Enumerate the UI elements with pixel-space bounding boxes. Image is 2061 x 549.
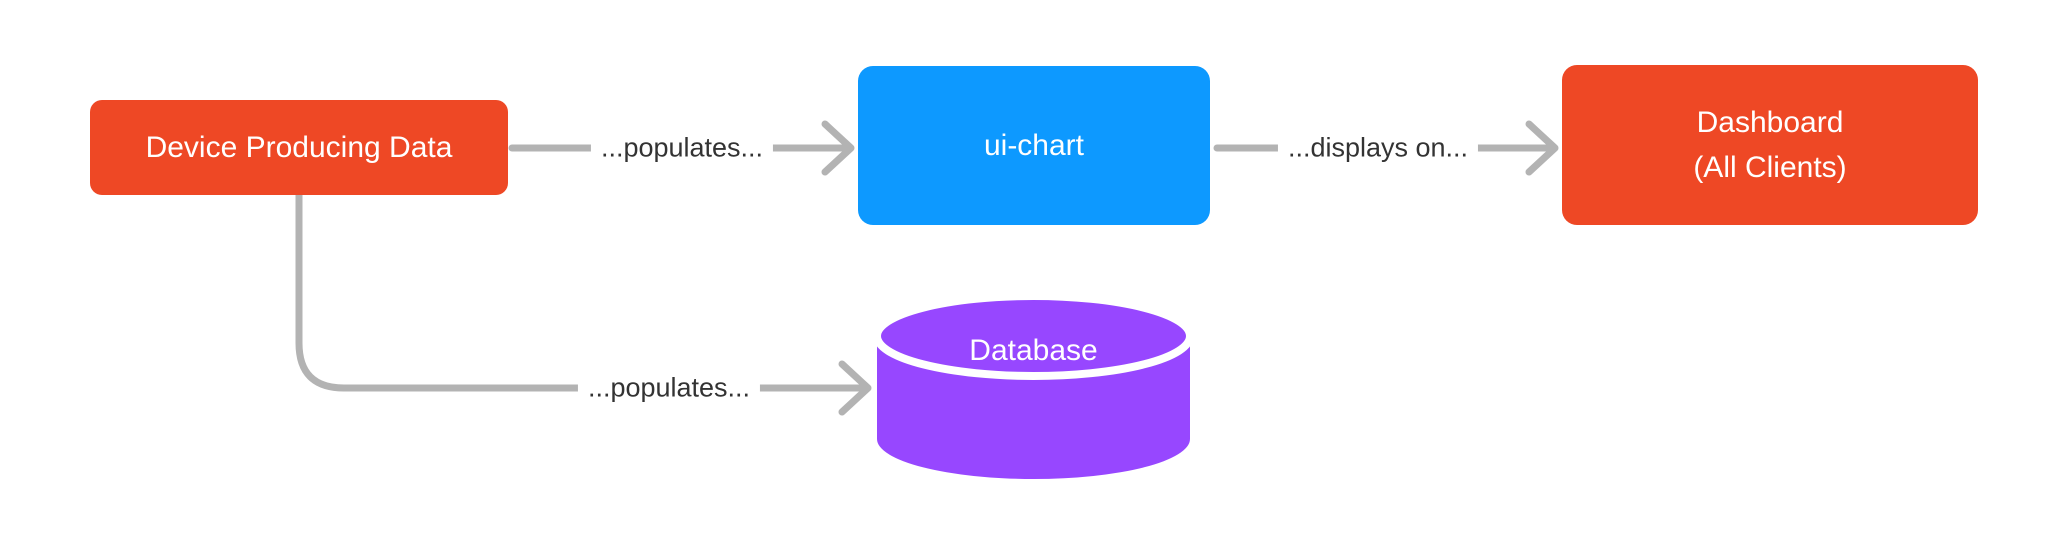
node-database: Database bbox=[873, 292, 1194, 479]
node-device-producing-data: Device Producing Data bbox=[90, 100, 508, 195]
node-ui-chart-label: ui-chart bbox=[983, 128, 1085, 162]
arrowhead-right-icon bbox=[1525, 120, 1559, 176]
node-dashboard-sublabel: (All Clients) bbox=[1693, 151, 1847, 184]
arrowhead-right-icon bbox=[821, 120, 855, 176]
edge-label-displays-on: ...displays on... bbox=[1277, 130, 1479, 166]
arrowhead-right-icon bbox=[838, 360, 872, 416]
node-database-label: Database bbox=[969, 334, 1097, 367]
node-dashboard: Dashboard (All Clients) bbox=[1562, 65, 1978, 225]
edge-label-populates-bottom: ...populates... bbox=[577, 370, 761, 406]
node-ui-chart: ui-chart bbox=[858, 66, 1210, 225]
edge-device-to-database bbox=[295, 191, 870, 392]
edge-label-populates-top: ...populates... bbox=[590, 130, 774, 166]
database-cylinder-top bbox=[873, 292, 1194, 380]
node-device-label: Device Producing Data bbox=[145, 130, 453, 164]
node-dashboard-label: Dashboard bbox=[1696, 106, 1844, 139]
